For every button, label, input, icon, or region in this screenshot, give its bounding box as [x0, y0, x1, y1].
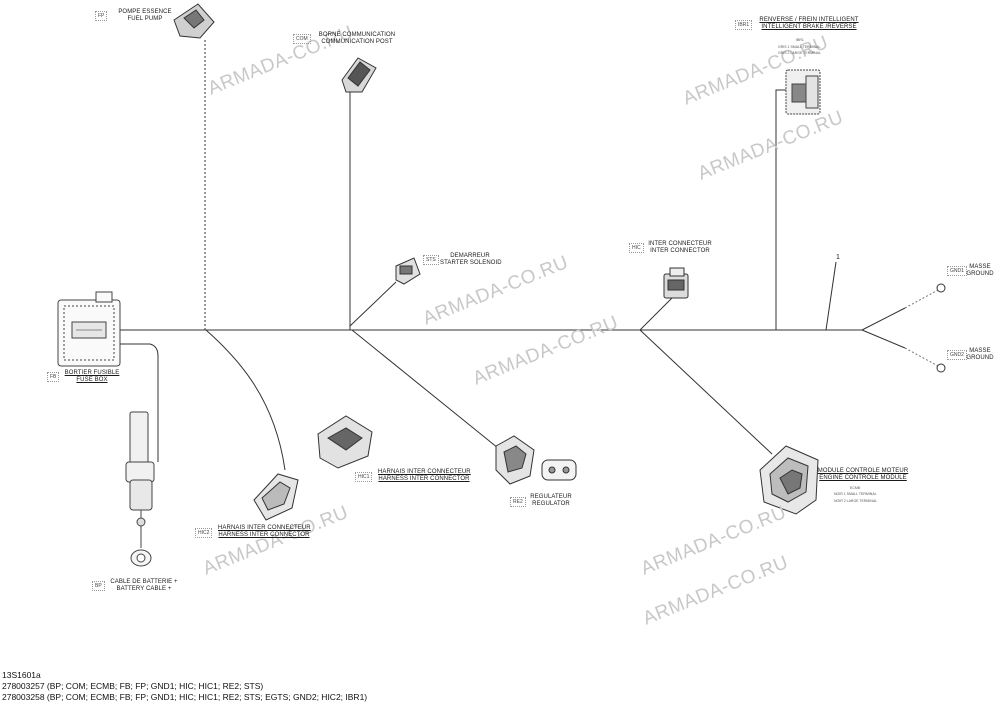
fb-code: FB [46, 372, 61, 382]
hic1-wire [205, 329, 286, 471]
re2-code: RE2 [510, 497, 526, 507]
hic1-code: HIC1 [354, 472, 373, 482]
bp-label: CABLE DE BATTERIE +BATTERY CABLE + [110, 579, 178, 592]
gnd1-code: GND1 [947, 266, 967, 276]
hic2-connector [253, 473, 299, 521]
ibr1-connector [785, 69, 821, 115]
gnd2-ring-terminal [936, 363, 946, 373]
ecm-code: ECMB [850, 486, 861, 490]
gnd2-wire [861, 329, 906, 349]
regulator-wire [351, 329, 499, 449]
item-number: 1 [836, 254, 840, 261]
ibr1-code: IBR1 [734, 20, 753, 30]
ibr1-wire [775, 89, 788, 330]
gnd2-code: GND2 [947, 350, 967, 360]
sts-code: STS [423, 255, 439, 265]
bp-code: BP [92, 581, 105, 591]
ibr1-terminal-2: GRIS 2 LARGE TERMINAL [778, 51, 821, 55]
starter-wire [349, 281, 397, 327]
part-number-line-2: 278003258 (BP; COM; ECMB; FB; FP; GND1; … [2, 692, 368, 702]
hic-code: HIC [629, 243, 644, 253]
fuel-pump-connector [173, 3, 215, 39]
battery-cable-wire [118, 343, 159, 462]
ibr1-terminal-1: GRIS 1 SMALL TERMINAL [778, 45, 821, 49]
ecm-terminal-1: NOIR 1 SMALL TERMINAL [834, 492, 877, 496]
ecm-wire [639, 329, 773, 455]
starter-connector [395, 257, 421, 285]
hic2-code: HIC2 [194, 528, 213, 538]
hic-connector [663, 267, 689, 299]
battery-cable-component [125, 411, 155, 567]
fuse-box-component [57, 291, 121, 367]
fp-code: FP [94, 11, 109, 21]
com-code: COM [293, 34, 311, 44]
ecm-terminal-2: NOIR 2 LARGE TERMINAL [834, 499, 878, 503]
item-leader [825, 261, 837, 331]
gnd1-ring-terminal [936, 283, 946, 293]
ibr1-sub: IBR1 [796, 38, 804, 42]
drawing-ref: 13S1601a [2, 670, 41, 680]
hic1-connector [317, 415, 373, 469]
regulator-connector [495, 435, 577, 485]
gnd1-wire [861, 307, 906, 331]
hic-wire [639, 297, 673, 331]
part-number-line-1: 278003257 (BP; COM; ECMB; FB; FP; GND1; … [2, 681, 264, 691]
ecm-connector [759, 445, 819, 515]
com-post-connector [341, 57, 377, 93]
